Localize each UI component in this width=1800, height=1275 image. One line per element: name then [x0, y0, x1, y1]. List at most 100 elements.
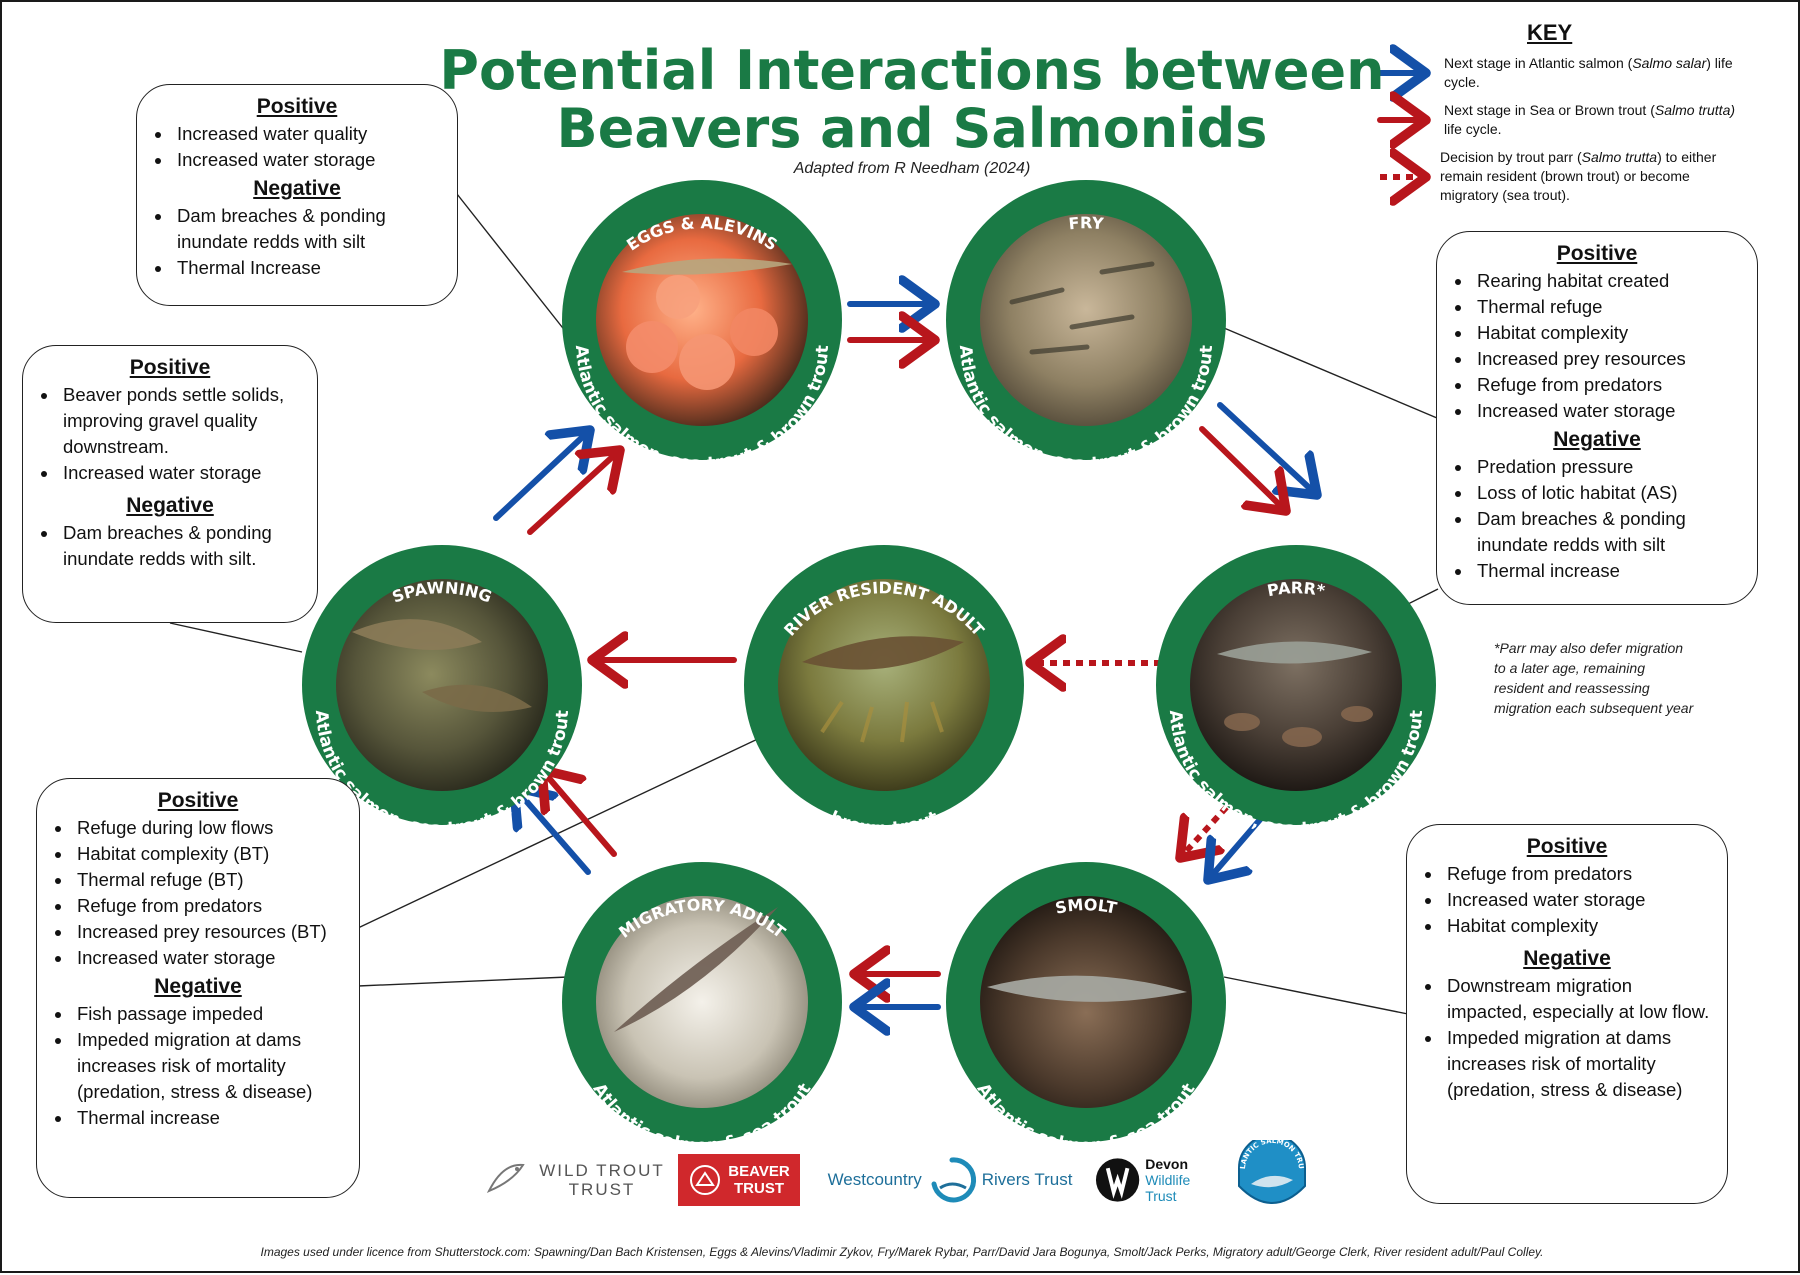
list-item: Impeded migration at dams increases risk…: [1443, 1025, 1713, 1103]
list-item: Refuge from predators: [1443, 861, 1713, 887]
list-item: Dam breaches & ponding inundate redds wi…: [59, 520, 303, 572]
list-item: Thermal increase: [1473, 558, 1743, 584]
positive-heading: Positive: [1556, 242, 1638, 265]
stage-smolt: SMOLT Atlantic salmon & sea trout: [946, 862, 1226, 1156]
arrow-blue-migratory-to-spawning: [514, 787, 591, 875]
list-item: Increased water storage: [73, 945, 345, 971]
connector-lines: [169, 193, 1439, 1015]
smolt-photo: [980, 896, 1192, 1108]
spawning-photo: [336, 579, 548, 791]
arrow-red-fry-to-parr: [1199, 426, 1286, 511]
list-item: Increased water storage: [59, 460, 303, 486]
svg-text:SMOLT: SMOLT: [1054, 895, 1119, 918]
list-item: Predation pressure: [1473, 454, 1743, 480]
box-eggs-interactions: Positive Increased water qualityIncrease…: [136, 84, 458, 306]
westcountry-rivers-trust-logo: Westcountry Rivers Trust: [812, 1150, 1088, 1210]
river-swirl-icon: [931, 1157, 976, 1203]
atlantic-salmon-trust-logo: ATLANTIC SALMON TRUST: [1232, 1140, 1312, 1220]
negative-heading: Negative: [154, 975, 242, 998]
page-title: Potential Interactions between Beavers a…: [432, 42, 1392, 158]
positive-heading: Positive: [256, 95, 338, 118]
image-credits: Images used under licence from Shutterst…: [260, 1245, 1544, 1259]
stage-river-resident-adult: RIVER RESIDENT ADULT brown trout: [744, 545, 1024, 839]
positive-list: Refuge from predatorsIncreased water sto…: [1421, 861, 1713, 939]
key-dotted-text: Decision by trout parr (Salmo trutta) to…: [1440, 149, 1717, 203]
title-line-1: Potential Interactions between: [439, 39, 1385, 102]
negative-heading: Negative: [126, 494, 214, 517]
arrow-red-migratory-to-spawning: [542, 770, 617, 857]
list-item: Increased water storage: [1443, 887, 1713, 913]
negative-heading: Negative: [253, 177, 341, 200]
list-item: Refuge from predators: [73, 893, 345, 919]
stage-migratory-adult: MIGRATORY ADULT Atlantic salmon & sea tr…: [562, 862, 842, 1156]
trout-icon: [487, 1163, 525, 1193]
box-spawning-interactions: Positive Beaver ponds settle solids, imp…: [22, 345, 318, 623]
badger-icon: [1095, 1158, 1140, 1202]
positive-list: Refuge during low flowsHabitat complexit…: [51, 815, 345, 971]
list-item: Habitat complexity: [1443, 913, 1713, 939]
title-line-2: Beavers and Salmonids: [556, 97, 1268, 160]
box-smolt-interactions: Positive Refuge from predatorsIncreased …: [1406, 824, 1728, 1204]
list-item: Loss of lotic habitat (AS): [1473, 480, 1743, 506]
list-item: Thermal refuge: [1473, 294, 1743, 320]
list-item: Increased prey resources: [1473, 346, 1743, 372]
negative-list: Dam breaches & ponding inundate redds wi…: [37, 520, 303, 572]
positive-heading: Positive: [129, 356, 211, 379]
salmon-icon: [1251, 1175, 1293, 1188]
negative-list: Fish passage impededImpeded migration at…: [51, 1001, 345, 1131]
arrow-blue-fry-to-parr: [1217, 402, 1317, 495]
negative-heading: Negative: [1553, 428, 1641, 451]
arrow-red-spawning-to-eggs: [527, 450, 620, 535]
smolt-title: SMOLT: [1054, 895, 1119, 918]
box-fry-parr-interactions: Positive Rearing habitat createdThermal …: [1436, 231, 1758, 605]
arrow-blue-spawning-to-eggs: [493, 430, 590, 521]
svg-text:FRY: FRY: [1068, 213, 1105, 233]
list-item: Rearing habitat created: [1473, 268, 1743, 294]
resident-photo: [778, 579, 990, 791]
list-item: Refuge during low flows: [73, 815, 345, 841]
list-item: Habitat complexity (BT): [73, 841, 345, 867]
stage-parr: PARR* Atlantic salmon, sea trout & brown…: [1156, 545, 1436, 839]
positive-heading: Positive: [1526, 835, 1608, 858]
positive-heading: Positive: [157, 789, 239, 812]
positive-list: Increased water qualityIncreased water s…: [151, 121, 443, 173]
beaver-icon: [690, 1165, 721, 1195]
stage-fry: FRY Atlantic salmon, sea trout & brown t…: [946, 180, 1226, 474]
list-item: Increased water quality: [173, 121, 443, 147]
positive-list: Beaver ponds settle solids, improving gr…: [37, 382, 303, 486]
list-item: Dam breaches & ponding inundate redds wi…: [1473, 506, 1743, 558]
parr-photo: [1190, 579, 1402, 791]
list-item: Increased water storage: [173, 147, 443, 173]
negative-list: Dam breaches & ponding inundate redds wi…: [151, 203, 443, 281]
list-item: Downstream migration impacted, especiall…: [1443, 973, 1713, 1025]
list-item: Thermal refuge (BT): [73, 867, 345, 893]
key-title: KEY: [1527, 20, 1573, 45]
list-item: Impeded migration at dams increases risk…: [73, 1027, 345, 1105]
list-item: Beaver ponds settle solids, improving gr…: [59, 382, 303, 460]
migratory-photo: [596, 896, 808, 1108]
svg-text:PARR*: PARR*: [1266, 578, 1328, 600]
list-item: Fish passage impeded: [73, 1001, 345, 1027]
key-blue-text: Next stage in Atlantic salmon (Salmo sal…: [1444, 55, 1733, 90]
list-item: Refuge from predators: [1473, 372, 1743, 398]
key-red-text: Next stage in Sea or Brown trout (Salmo …: [1444, 102, 1736, 137]
list-item: Increased prey resources (BT): [73, 919, 345, 945]
negative-list: Predation pressureLoss of lotic habitat …: [1451, 454, 1743, 584]
list-item: Dam breaches & ponding inundate redds wi…: [173, 203, 443, 255]
positive-list: Rearing habitat createdThermal refugeHab…: [1451, 268, 1743, 424]
stage-eggs-alevins: EGGS & ALEVINS Atlantic salmon, sea trou…: [562, 180, 842, 474]
parr-title: PARR*: [1266, 578, 1328, 600]
box-migratory-interactions: Positive Refuge during low flowsHabitat …: [36, 778, 360, 1198]
fry-title: FRY: [1068, 213, 1105, 233]
fry-photo: [980, 214, 1192, 426]
list-item: Thermal Increase: [173, 255, 443, 281]
subtitle: Adapted from R Needham (2024): [793, 160, 1031, 177]
negative-heading: Negative: [1523, 947, 1611, 970]
list-item: Increased water storage: [1473, 398, 1743, 424]
negative-list: Downstream migration impacted, especiall…: [1421, 973, 1713, 1103]
